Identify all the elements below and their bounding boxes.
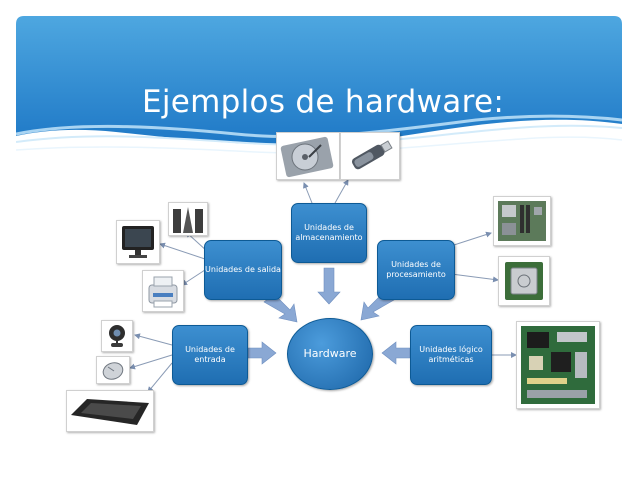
node-logico: Unidades lógico aritméticas [410,325,492,385]
mouse-icon [96,356,130,384]
node-entrada: Unidades de entrada [172,325,248,385]
arrow-input-to-hub [247,341,277,365]
node-entrada-label: Unidades de entrada [185,345,235,364]
node-procesamiento-label: Unidades de procesamiento [386,260,446,279]
node-procesamiento: Unidades de procesamiento [377,240,455,300]
node-almacenamiento: Unidades de almacenamiento [291,203,367,263]
cpu-chip-icon [498,256,550,306]
node-logico-label: Unidades lógico aritméticas [419,345,483,364]
printer-icon [142,270,184,312]
node-hardware-label: Hardware [303,347,357,360]
arrow-alu-to-hub [381,341,411,365]
webcam-icon [101,320,133,352]
arrow-storage-to-hub [317,267,341,305]
keyboard-icon [66,390,154,432]
hard-disk-icon [276,132,340,180]
motherboard-icon [493,196,551,246]
speakers-icon [168,202,208,236]
node-almacenamiento-label: Unidades de almacenamiento [295,223,363,242]
node-hardware-hub: Hardware [287,318,373,390]
monitor-icon [116,220,160,264]
node-salida-label: Unidades de salida [205,265,281,274]
node-salida: Unidades de salida [204,240,282,300]
usb-drive-icon [340,132,400,180]
circuit-board-icon [516,321,600,409]
slide-title: Ejemplos de hardware: [142,84,505,120]
